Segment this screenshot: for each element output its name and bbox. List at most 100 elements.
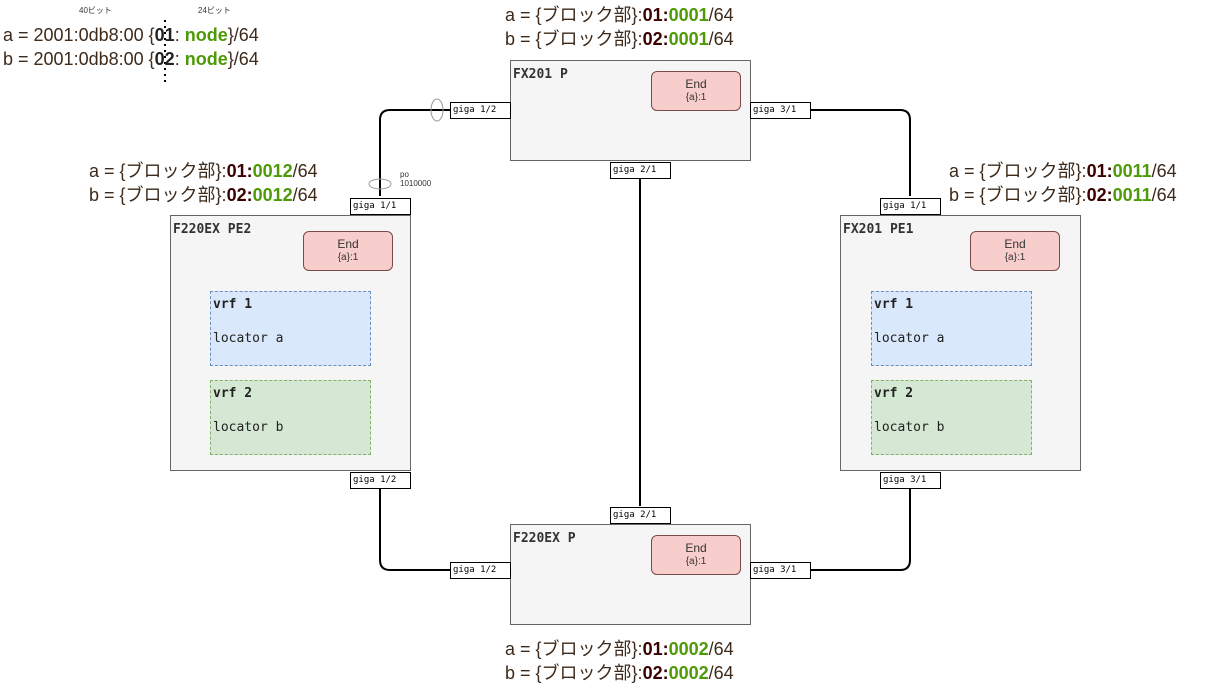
vrf-locator: locator a [874, 331, 945, 346]
addr-suffix: /64 [1151, 161, 1177, 181]
vrf-box-1[interactable]: vrf 1 locator a [871, 291, 1032, 366]
addr-suffix: /64 [708, 29, 734, 49]
addr-prefix: a = {ブロック部}: [89, 161, 227, 181]
end-sub: {a}:1 [685, 92, 707, 103]
addr-suffix: /64 [708, 5, 734, 25]
end-label: End [685, 77, 707, 91]
port-exp-giga-3-1[interactable]: giga 3/1 [750, 562, 811, 579]
port-pe1-giga-3-1[interactable]: giga 3/1 [880, 472, 941, 489]
vrf-name: vrf 2 [874, 386, 914, 401]
link-fx201p-pe1 [810, 109, 911, 196]
end-label: End [685, 541, 707, 555]
po-ellipse-top [430, 98, 444, 122]
addr-node-id: 0001 [668, 5, 709, 25]
vrf-box-2[interactable]: vrf 2 locator b [210, 380, 371, 455]
node-title: F220EX PE2 [173, 222, 252, 237]
addr-locator: 02: [642, 29, 669, 49]
port-exp-giga-2-1[interactable]: giga 2/1 [610, 507, 671, 524]
pe1-addr-b: b = {ブロック部}:02:0011/64 [949, 184, 1177, 206]
end-sid-box[interactable]: End {a}:1 [303, 231, 393, 271]
addr-locator: 01: [642, 639, 669, 659]
vrf-name: vrf 1 [213, 297, 253, 312]
addr-node-id: 0011 [1112, 185, 1152, 205]
legend-row-b: b = 2001:0db8:00 {02: node}/64 [3, 48, 259, 70]
addr-prefix: b = {ブロック部}: [949, 185, 1087, 205]
port-pe2-giga-1-1[interactable]: giga 1/1 [350, 198, 411, 215]
node-title: FX201 PE1 [843, 222, 914, 237]
addr-node-id: 0012 [252, 161, 293, 181]
end-sub: {a}:1 [337, 252, 359, 263]
end-sid-box[interactable]: End {a}:1 [651, 71, 741, 111]
addr-locator: 01: [226, 161, 253, 181]
legend-24bit-label: 24ビット [198, 6, 231, 15]
addr-suffix: /64 [1151, 185, 1177, 205]
legend-net: 02 [154, 49, 175, 69]
port-fx201p-giga-1-2[interactable]: giga 1/2 [450, 102, 511, 119]
legend-colon: : [174, 49, 185, 69]
addr-prefix: a = {ブロック部}: [505, 639, 643, 659]
legend-suffix: }/64 [227, 25, 259, 45]
po-ellipse-left [368, 178, 392, 190]
node-title: FX201 P [513, 67, 568, 82]
link-pe2-exp [379, 489, 450, 571]
addr-prefix: b = {ブロック部}: [505, 29, 643, 49]
addr-suffix: /64 [708, 639, 734, 659]
pe2-addr-b: b = {ブロック部}:02:0012/64 [89, 184, 318, 206]
end-sid-box[interactable]: End {a}:1 [970, 231, 1060, 271]
vrf-box-1[interactable]: vrf 1 locator a [210, 291, 371, 366]
addr-suffix: /64 [708, 663, 734, 683]
addr-locator: 01: [642, 5, 669, 25]
legend-node: node [184, 25, 228, 45]
node-f220exp[interactable]: F220EX P End {a}:1 [510, 524, 751, 625]
end-sub: {a}:1 [1004, 252, 1026, 263]
end-sub: {a}:1 [685, 556, 707, 567]
vrf-locator: locator b [213, 420, 284, 435]
exp-addr-b: b = {ブロック部}:02:0002/64 [505, 662, 734, 684]
addr-prefix: b = {ブロック部}: [505, 663, 643, 683]
node-fx201-pe1[interactable]: FX201 PE1 End {a}:1 vrf 1 locator a vrf … [840, 215, 1081, 471]
legend-node: node [184, 49, 228, 69]
addr-node-id: 0011 [1112, 161, 1152, 181]
po-label-line2: 1010000 [400, 179, 432, 188]
port-pe2-giga-1-2[interactable]: giga 1/2 [350, 472, 411, 489]
vrf-name: vrf 2 [213, 386, 253, 401]
legend-net: 01 [154, 25, 175, 45]
po-label-line1: po [400, 170, 409, 179]
exp-addr-a: a = {ブロック部}:01:0002/64 [505, 638, 734, 660]
addr-prefix: a = {ブロック部}: [949, 161, 1087, 181]
node-fx201p[interactable]: FX201 P End {a}:1 [510, 60, 751, 161]
addr-locator: 02: [1086, 185, 1113, 205]
port-fx201p-giga-3-1[interactable]: giga 3/1 [750, 102, 811, 119]
legend-prefix: b = 2001:0db8:00 [3, 49, 149, 69]
addr-locator: 01: [1086, 161, 1113, 181]
port-fx201p-giga-2-1[interactable]: giga 2/1 [610, 162, 671, 179]
vrf-box-2[interactable]: vrf 2 locator b [871, 380, 1032, 455]
pe1-addr-a: a = {ブロック部}:01:0011/64 [949, 160, 1177, 182]
end-sid-box[interactable]: End {a}:1 [651, 535, 741, 575]
link-pe1-exp [810, 489, 911, 571]
addr-node-id: 0012 [252, 185, 293, 205]
po-label: po 1010000 [400, 170, 431, 188]
addr-locator: 02: [226, 185, 253, 205]
port-pe1-giga-1-1[interactable]: giga 1/1 [880, 198, 941, 215]
port-exp-giga-1-2[interactable]: giga 1/2 [450, 562, 511, 579]
pe2-addr-a: a = {ブロック部}:01:0012/64 [89, 160, 318, 182]
link-pe2-fx201p [379, 109, 450, 196]
fx201p-addr-b: b = {ブロック部}:02:0001/64 [505, 28, 734, 50]
legend-row-a: a = 2001:0db8:00 {01: node}/64 [3, 24, 259, 46]
node-title: F220EX P [513, 531, 576, 546]
vrf-locator: locator b [874, 420, 945, 435]
vrf-locator: locator a [213, 331, 284, 346]
node-f220ex-pe2[interactable]: F220EX PE2 End {a}:1 vrf 1 locator a vrf… [170, 215, 411, 471]
addr-prefix: b = {ブロック部}: [89, 185, 227, 205]
legend-open: { [148, 25, 155, 45]
fx201p-addr-a: a = {ブロック部}:01:0001/64 [505, 4, 734, 26]
legend-40bit-label: 40ビット [79, 6, 112, 15]
legend-suffix: }/64 [227, 49, 259, 69]
addr-locator: 02: [642, 663, 669, 683]
addr-node-id: 0002 [668, 663, 709, 683]
vrf-name: vrf 1 [874, 297, 914, 312]
legend-open: { [148, 49, 155, 69]
addr-prefix: a = {ブロック部}: [505, 5, 643, 25]
